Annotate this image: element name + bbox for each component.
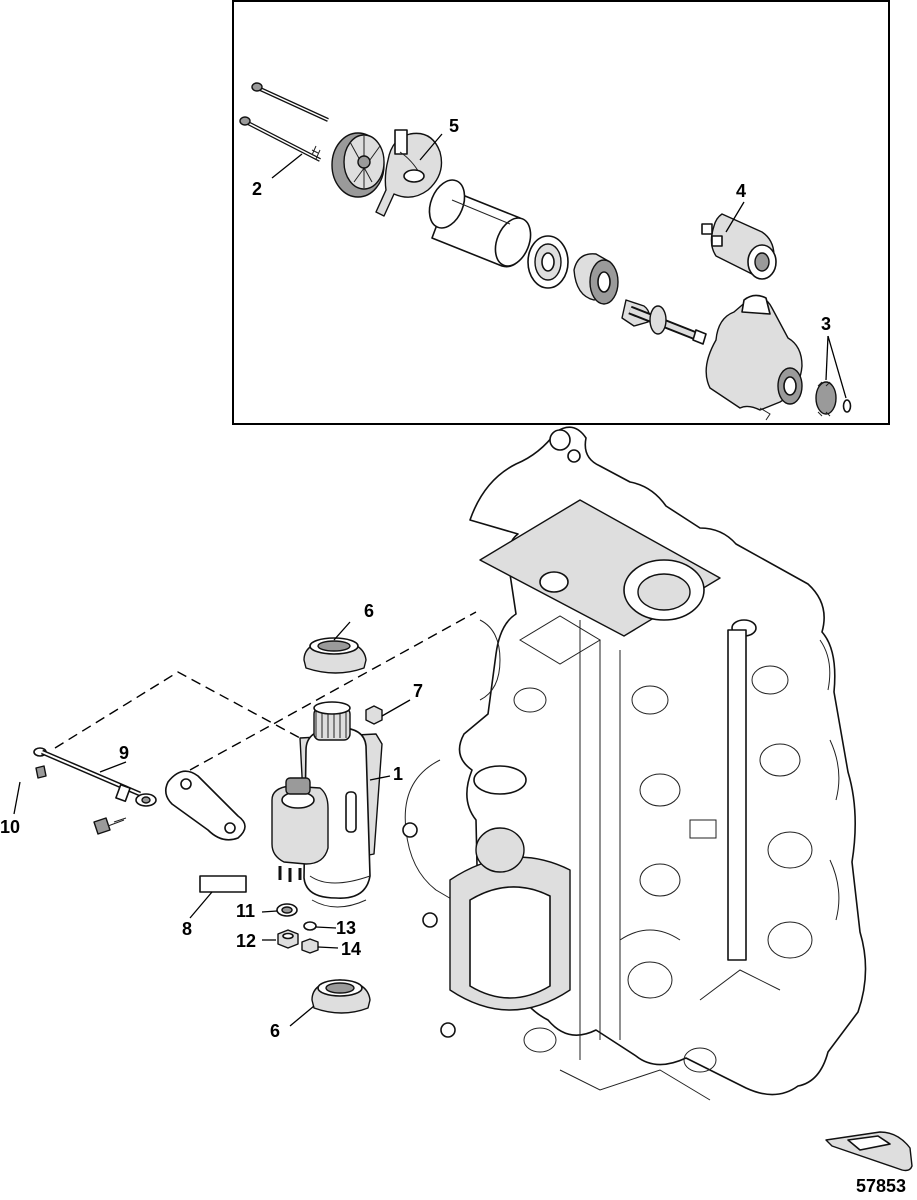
- seal-lower: [311, 979, 371, 1014]
- starter-exploded-inset: [232, 0, 890, 425]
- callout-6-lower: 6: [270, 1021, 280, 1041]
- drive-end-housing: [705, 294, 803, 421]
- solenoid: [701, 213, 777, 280]
- washer-11: [276, 903, 298, 917]
- nut-12: [277, 929, 299, 949]
- planetary-gear-set: [573, 253, 619, 305]
- washer-13: [303, 921, 317, 931]
- nut-14: [301, 938, 319, 954]
- starter-motor-assembly: [271, 701, 383, 908]
- seal-upper: [303, 637, 367, 674]
- callout-14: 14: [341, 939, 361, 959]
- callout-12: 12: [236, 931, 256, 951]
- starter-end-cap: [331, 132, 385, 198]
- boat-icon: [825, 1131, 913, 1172]
- figure-number: 57853: [856, 1176, 906, 1196]
- callout-1: 1: [393, 764, 403, 784]
- pinion-gear-and-clip: [815, 381, 852, 417]
- gasket-washer: [527, 235, 569, 289]
- nut-7: [365, 705, 383, 725]
- drive-shaft: [621, 299, 707, 345]
- callout-2: 2: [252, 179, 262, 199]
- callout-9: 9: [119, 743, 129, 763]
- callout-10: 10: [0, 817, 20, 837]
- callout-7: 7: [413, 681, 423, 701]
- bolt-10: [35, 765, 127, 835]
- starter-bracket: [164, 770, 246, 841]
- callout-11: 11: [236, 901, 255, 921]
- decal-label: [199, 875, 247, 893]
- through-bolts: [239, 82, 329, 162]
- callout-4: 4: [736, 181, 746, 201]
- callout-5: 5: [449, 116, 459, 136]
- callout-13: 13: [336, 918, 356, 938]
- motor-housing-can: [428, 179, 532, 268]
- battery-cable: [33, 747, 157, 807]
- callout-6-upper: 6: [364, 601, 374, 621]
- engine-cylinder-block: [402, 426, 867, 1101]
- callout-3: 3: [821, 314, 831, 334]
- callout-8: 8: [182, 919, 192, 939]
